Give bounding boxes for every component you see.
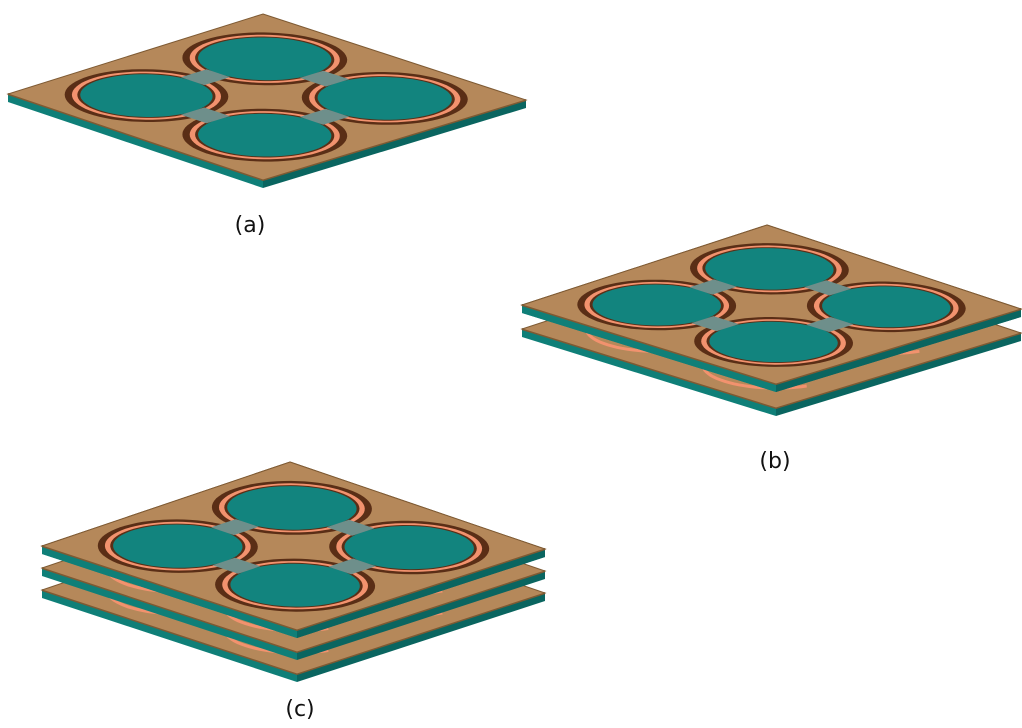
circular-patch-4 <box>80 74 213 117</box>
circular-patch-3 <box>230 563 360 607</box>
board-layer-1 <box>6 13 528 188</box>
circular-patch-1 <box>227 486 357 530</box>
board-right-edge <box>263 100 526 188</box>
board-right-edge <box>297 549 545 638</box>
circular-patch-1 <box>705 248 834 290</box>
stack-b <box>520 224 1022 416</box>
stack-c <box>40 461 547 682</box>
board-layer-top <box>40 461 547 638</box>
stack-a <box>6 13 528 188</box>
board-left-edge <box>42 568 297 660</box>
board-left-edge <box>8 94 263 188</box>
board-right-edge <box>297 593 545 682</box>
ring-gap-2 <box>299 108 350 125</box>
ring-gap-1 <box>804 280 852 296</box>
board-left-edge <box>522 305 776 392</box>
ring-gap-3 <box>691 316 739 332</box>
board-layer-top <box>520 224 1022 392</box>
circular-patch-3 <box>709 321 838 363</box>
ring-gap-1 <box>326 519 375 536</box>
ring-gap-3 <box>212 557 261 574</box>
circular-patch-2 <box>822 286 951 328</box>
circular-patch-1 <box>198 37 332 81</box>
board-left-edge <box>522 329 776 416</box>
caption-b: (b) <box>759 449 790 474</box>
board-right-edge <box>776 309 1021 392</box>
board-right-edge <box>776 333 1021 416</box>
caption-a: (a) <box>235 213 266 238</box>
circular-patch-2 <box>344 525 474 570</box>
substrate-top <box>40 461 547 631</box>
ring-gap-4 <box>180 69 230 86</box>
board-left-edge <box>42 590 297 682</box>
ring-gap-2 <box>806 317 854 332</box>
circular-patch-3 <box>198 113 332 157</box>
substrate-top <box>6 13 528 181</box>
circular-patch-2 <box>317 77 452 120</box>
circular-patch-4 <box>592 284 721 326</box>
board-left-edge <box>42 546 297 638</box>
ring-gap-2 <box>328 558 376 575</box>
ring-gap-4 <box>211 519 259 536</box>
ring-gap-3 <box>180 107 230 124</box>
caption-c: (c) <box>285 697 314 722</box>
board-right-edge <box>297 571 545 660</box>
circular-patch-4 <box>113 524 243 568</box>
ring-gap-4 <box>689 279 737 295</box>
substrate-top <box>520 224 1022 385</box>
ring-gap-1 <box>299 70 350 87</box>
